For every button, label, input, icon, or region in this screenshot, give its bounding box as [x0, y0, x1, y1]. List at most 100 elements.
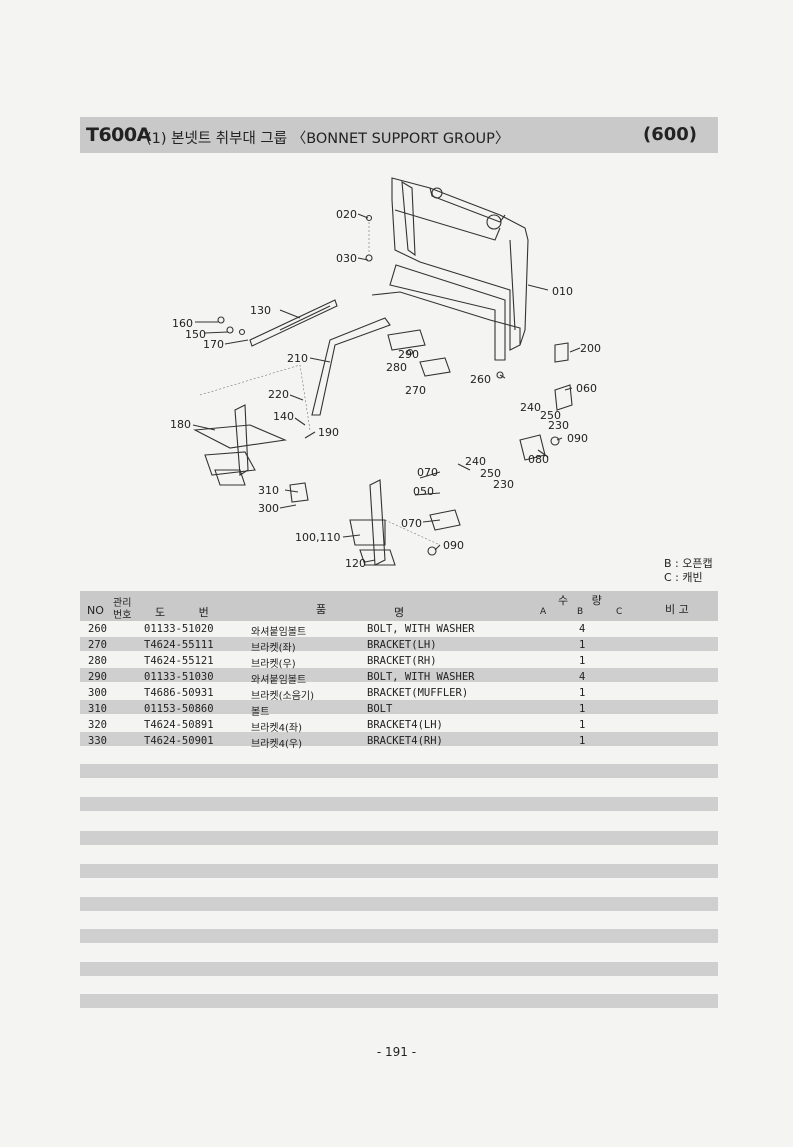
callout-label: 180 — [170, 418, 191, 431]
callout-label: 220 — [268, 388, 289, 401]
row-name-kr: 와셔붙임볼트 — [251, 675, 307, 686]
row-name-kr: 볼트 — [251, 707, 270, 718]
row-drawing-no: 01133-51030 — [144, 671, 214, 683]
table-band — [80, 668, 718, 682]
table-row: 280 T4624-55121 브라켓(우) BRACKET(RH) 1 — [80, 654, 718, 670]
legend-b: B : 오픈캡 — [664, 557, 713, 570]
title-bar — [80, 117, 718, 153]
callout-label: 130 — [250, 304, 271, 317]
row-name-en: BRACKET4(LH) — [367, 719, 443, 731]
callout-label: 230 — [493, 478, 514, 491]
header-qty: 수 량 — [558, 594, 602, 607]
diagram-drawing — [192, 177, 581, 566]
row-qty-b: 1 — [579, 719, 586, 731]
row-no: 330 — [88, 735, 107, 747]
callout-label: 260 — [470, 373, 491, 386]
table-band — [80, 732, 718, 746]
callout-label: 270 — [405, 384, 426, 397]
row-no: 270 — [88, 639, 107, 651]
row-name-en: BRACKET(LH) — [367, 639, 437, 651]
header-qty-a: A — [540, 607, 547, 617]
row-drawing-no: T4624-55121 — [144, 655, 214, 667]
header-drawing: 도 번 — [155, 606, 209, 619]
row-name-en: BRACKET4(RH) — [367, 735, 443, 747]
callout-label: 250 — [540, 409, 561, 422]
row-drawing-no: T4686-50931 — [144, 687, 214, 699]
row-name-en: BRACKET(MUFFLER) — [367, 687, 469, 699]
callout-label: 300 — [258, 502, 279, 515]
table-band — [80, 764, 718, 778]
row-name-kr: 브라켓(좌) — [251, 643, 296, 654]
header-qty-c: C — [616, 607, 623, 617]
callout-label: 210 — [287, 352, 308, 365]
legend-c: C : 캐빈 — [664, 571, 703, 584]
row-name-kr: 브라켓4(좌) — [251, 723, 302, 734]
header-no: NO — [87, 604, 104, 617]
callout-label: 170 — [203, 338, 224, 351]
table-band — [80, 700, 718, 714]
table-band — [80, 864, 718, 878]
callout-label: 030 — [336, 252, 357, 265]
row-qty-b: 1 — [579, 655, 586, 667]
table-row: 290 01133-51030 와셔붙임볼트 BOLT, WITH WASHER… — [80, 670, 718, 686]
header-name-a: 품 — [316, 603, 327, 616]
callout-label: 010 — [552, 285, 573, 298]
row-no: 310 — [88, 703, 107, 715]
row-no: 280 — [88, 655, 107, 667]
callout-label: 060 — [576, 382, 597, 395]
callout-label: 190 — [318, 426, 339, 439]
table-row: 310 01153-50860 볼트 BOLT 1 — [80, 702, 718, 718]
header-mgmt-top: 관리 — [113, 598, 132, 609]
row-name-kr: 브라켓(소음기) — [251, 691, 315, 702]
callout-label: 200 — [580, 342, 601, 355]
header-name-b: 명 — [394, 606, 405, 619]
row-no: 320 — [88, 719, 107, 731]
row-name-kr: 와셔붙임볼트 — [251, 627, 307, 638]
table-band — [80, 897, 718, 911]
callout-label: 250 — [480, 467, 501, 480]
page-code: (600) — [642, 124, 697, 145]
table-band — [80, 831, 718, 845]
callout-label: 080 — [528, 453, 549, 466]
callout-label: 070 — [417, 466, 438, 479]
callout-label: 290 — [398, 348, 419, 361]
table-band — [80, 929, 718, 943]
group-title: (1) 본넷트 취부대 그룹 〈BONNET SUPPORT GROUP〉 — [146, 131, 510, 147]
row-no: 260 — [88, 623, 107, 635]
row-name-en: BRACKET(RH) — [367, 655, 437, 667]
callout-label: 100,110 — [295, 531, 341, 544]
table-row: 320 T4624-50891 브라켓4(좌) BRACKET4(LH) 1 — [80, 718, 718, 734]
header-remark: 비 고 — [665, 603, 689, 616]
row-qty-b: 1 — [579, 639, 586, 651]
callout-label: 160 — [172, 317, 193, 330]
row-qty-b: 4 — [579, 623, 586, 635]
row-name-kr: 브라켓(우) — [251, 659, 296, 670]
header-mgmt-bottom: 번호 — [113, 610, 132, 621]
legend: B : 오픈캡 C : 캐빈 — [664, 557, 713, 585]
page-number: - 191 - — [376, 1045, 417, 1059]
row-no: 290 — [88, 671, 107, 683]
callout-label: 020 — [336, 208, 357, 221]
callout-label: 240 — [465, 455, 486, 468]
row-name-en: BOLT, WITH WASHER — [367, 623, 475, 635]
header-qty-b: B — [577, 607, 584, 617]
row-drawing-no: T4624-50901 — [144, 735, 214, 747]
callout-label: 140 — [273, 410, 294, 423]
row-drawing-no: 01133-51020 — [144, 623, 214, 635]
row-qty-b: 1 — [579, 735, 586, 747]
table-band — [80, 637, 718, 651]
row-qty-b: 1 — [579, 703, 586, 715]
callout-label: 150 — [185, 328, 206, 341]
table-row: 330 T4624-50901 브라켓4(우) BRACKET4(RH) 1 — [80, 734, 718, 750]
callout-label: 310 — [258, 484, 279, 497]
row-qty-b: 1 — [579, 687, 586, 699]
exploded-parts-diagram: 020 030 010 130 160 150 170 210 290 280 … — [170, 177, 601, 570]
callout-label: 280 — [386, 361, 407, 374]
callout-label: 070 — [401, 517, 422, 530]
table-row: 270 T4624-55111 브라켓(좌) BRACKET(LH) 1 — [80, 638, 718, 654]
callout-label: 240 — [520, 401, 541, 414]
diagram-guides — [199, 222, 441, 546]
row-name-en: BOLT, WITH WASHER — [367, 671, 475, 683]
row-qty-b: 4 — [579, 671, 586, 683]
row-drawing-no: T4624-55111 — [144, 639, 214, 651]
